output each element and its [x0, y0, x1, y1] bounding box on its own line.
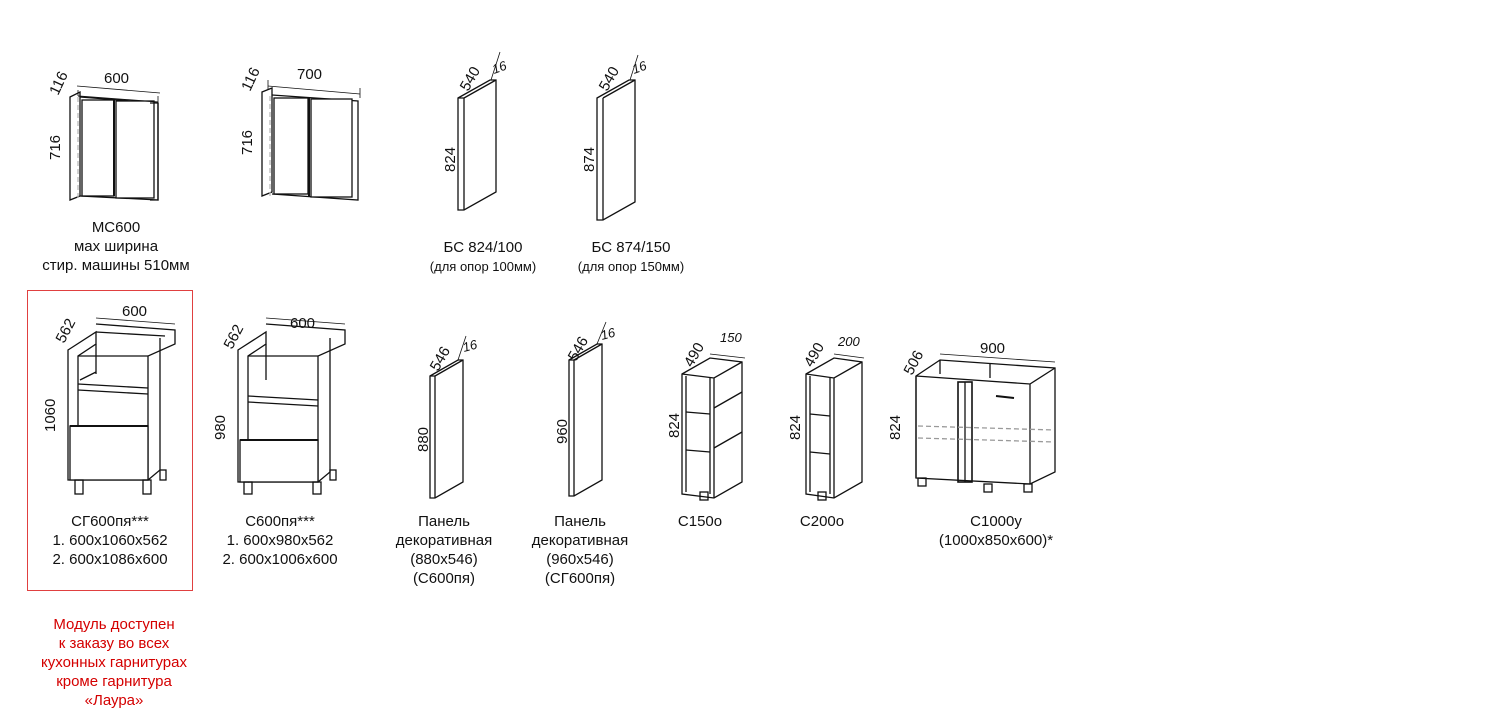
- c600-name: С600пя***: [245, 513, 315, 530]
- bs874-drawing: [596, 54, 639, 221]
- panel880-line-2: декоративная: [395, 532, 493, 549]
- c200-height-dim: 824: [787, 415, 804, 440]
- sg600-drawing: [67, 317, 176, 495]
- panel880-line-3: (880x546): [410, 551, 478, 568]
- notice-line-3: кухонных гарнитурах: [41, 654, 187, 671]
- c600-label: С600пя*** 1. 600x980x562 2. 600x1006x600: [200, 512, 360, 569]
- c150-name: С150о: [677, 513, 723, 530]
- c150-drawing: [681, 353, 746, 501]
- mc700-width-dim: 700: [297, 66, 322, 83]
- panel880-drawing: [429, 335, 467, 499]
- bs824-drawing: [457, 51, 501, 211]
- panel960-height-dim: 960: [554, 419, 571, 444]
- sg600-width-dim: 600: [122, 303, 147, 320]
- bs824-name: БС 824/100: [443, 239, 523, 256]
- bs874-name: БС 874/150: [591, 239, 671, 256]
- notice-line-4: кроме гарнитура: [56, 673, 172, 690]
- c600-variant-2: 2. 600x1006x600: [222, 551, 338, 568]
- panel960-thickness-dim: 16: [599, 324, 618, 342]
- notice-line-5: «Лаура»: [84, 692, 144, 709]
- panel880-height-dim: 880: [415, 427, 432, 452]
- mc600-depth-dim: 116: [46, 69, 72, 98]
- c150-label: С150о: [660, 512, 740, 531]
- sg600-variant-1: 1. 600x1060x562: [52, 532, 168, 549]
- notice-line-1: Модуль доступен: [53, 616, 175, 633]
- bs874-height-dim: 874: [581, 147, 598, 172]
- c200-width-dim: 200: [837, 334, 860, 349]
- sg600-variant-2: 2. 600x1086x600: [52, 551, 168, 568]
- bs824-note: (для опор 100мм): [429, 259, 537, 274]
- mc600-note-2: стир. машины 510мм: [42, 257, 190, 274]
- c1000-height-dim: 824: [887, 415, 904, 440]
- c1000-note: (1000x850x600)*: [938, 532, 1054, 549]
- bs874-thickness-dim: 16: [630, 58, 649, 77]
- panel960-line-3: (960x546): [546, 551, 614, 568]
- panel880-line-4: (С600пя): [412, 570, 476, 587]
- mc700-height-dim: 716: [239, 130, 256, 155]
- c600-variant-1: 1. 600x980x562: [226, 532, 334, 549]
- panel960-line-4: (СГ600пя): [544, 570, 616, 587]
- panel960-drawing: [568, 321, 607, 497]
- c1000-drawing: [915, 353, 1056, 493]
- c150-width-dim: 150: [720, 330, 742, 345]
- sg600-name: СГ600пя***: [71, 513, 149, 530]
- mc600-name: МС600: [91, 219, 141, 236]
- c600-width-dim: 600: [290, 315, 315, 332]
- bs874-note: (для опор 150мм): [577, 259, 685, 274]
- bs874-label: БС 874/150 (для опор 150мм): [556, 238, 706, 276]
- mc600-width-dim: 600: [104, 70, 129, 87]
- c1000-name: С1000у: [970, 513, 1022, 530]
- bs824-label: БС 824/100 (для опор 100мм): [408, 238, 558, 276]
- panel880-label: Панель декоративная (880x546) (С600пя): [382, 512, 506, 588]
- bs824-height-dim: 824: [442, 147, 459, 172]
- mc600-label: МС600 мах ширина стир. машины 510мм: [16, 218, 216, 275]
- panel960-label: Панель декоративная (960x546) (СГ600пя): [518, 512, 642, 588]
- panel960-line-2: декоративная: [531, 532, 629, 549]
- c600-drawing: [237, 317, 346, 495]
- panel880-line-1: Панель: [418, 513, 470, 530]
- c150-height-dim: 824: [666, 413, 683, 438]
- panel960-line-1: Панель: [554, 513, 606, 530]
- sg600-label: СГ600пя*** 1. 600x1060x562 2. 600x1086x6…: [30, 512, 190, 569]
- c600-height-dim: 980: [212, 415, 229, 440]
- c1000-label: С1000у (1000x850x600)*: [916, 512, 1076, 550]
- c200-label: С200о: [782, 512, 862, 531]
- mc600-note-1: мах ширина: [73, 238, 159, 255]
- notice-line-2: к заказу во всех: [58, 635, 170, 652]
- mc700-drawing: [261, 80, 361, 201]
- sg600-height-dim: 1060: [42, 399, 59, 432]
- mc700-depth-dim: 116: [238, 65, 264, 94]
- panel880-thickness-dim: 16: [461, 336, 480, 354]
- mc600-drawing: [69, 85, 161, 201]
- c200-name: С200о: [799, 513, 845, 530]
- mc600-height-dim: 716: [47, 135, 64, 160]
- availability-notice: Модуль доступен к заказу во всех кухонны…: [14, 615, 214, 710]
- c1000-width-dim: 900: [980, 340, 1005, 357]
- c200-drawing: [805, 353, 865, 501]
- highlight-frame: [27, 290, 193, 591]
- bs824-thickness-dim: 16: [490, 58, 509, 77]
